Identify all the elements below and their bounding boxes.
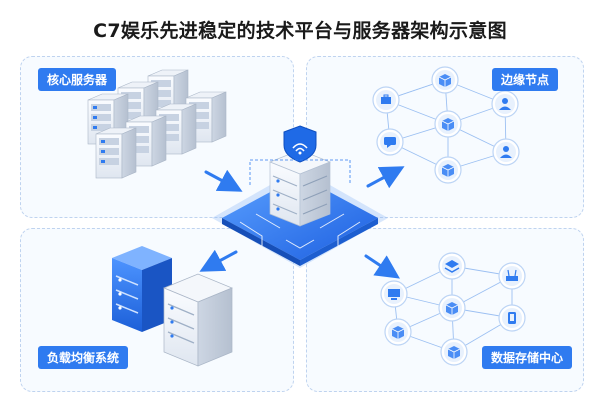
arrow-platform-to-edge — [366, 166, 405, 189]
cube-icon — [434, 110, 462, 138]
data-storage-network — [380, 252, 526, 366]
edge-node-network — [372, 66, 520, 184]
cube-icon — [440, 338, 468, 366]
arrow-platform-to-balancer — [199, 249, 238, 272]
toolbox-icon — [372, 86, 400, 114]
cube-icon — [438, 294, 466, 322]
cube-icon — [384, 318, 412, 346]
signal-shield-icon — [283, 125, 317, 163]
cube-icon — [434, 156, 462, 184]
arrow-core-to-platform — [204, 169, 243, 192]
chat-icon — [376, 128, 404, 156]
label-edge-nodes: 边缘节点 — [492, 68, 559, 91]
router-icon — [498, 262, 526, 290]
platform-server-stack — [269, 149, 331, 227]
cube-icon — [431, 66, 459, 94]
person-icon — [491, 90, 519, 118]
layers-icon — [438, 252, 466, 280]
label-load-balancing: 负载均衡系统 — [38, 346, 129, 369]
arrow-platform-to-data — [364, 254, 400, 279]
phone-icon — [498, 304, 526, 332]
monitor-icon — [380, 280, 408, 308]
central-platform — [212, 125, 388, 268]
load-balancer-stack — [112, 246, 172, 332]
server-rack — [95, 127, 137, 179]
person-icon — [492, 138, 520, 166]
label-data-center: 数据存储中心 — [482, 346, 573, 369]
flow-arrows — [199, 166, 405, 279]
label-core-servers: 核心服务器 — [38, 68, 117, 91]
backup-server — [163, 273, 233, 367]
page-title: C7娱乐先进稳定的技术平台与服务器架构示意图 — [93, 20, 507, 42]
